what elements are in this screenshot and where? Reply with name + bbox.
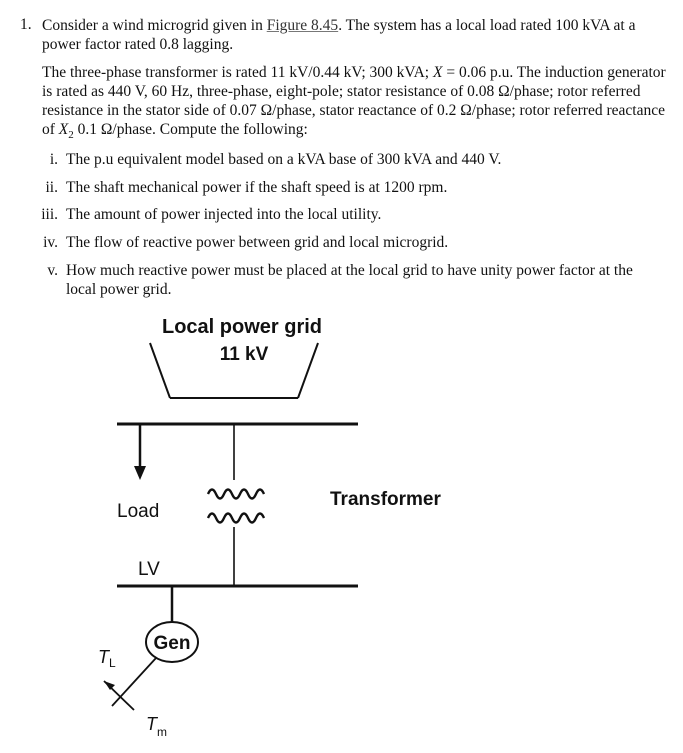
grid-connection-right <box>297 342 319 399</box>
tm-main: T <box>146 714 159 734</box>
grid-voltage: 11 kV <box>220 344 269 365</box>
item-roman: i. <box>49 151 58 168</box>
generator-symbol <box>145 621 199 663</box>
spec-x2-symbol: X <box>58 121 69 138</box>
problem-number: 1. <box>20 16 32 33</box>
tl-sub: L <box>109 656 116 670</box>
item-text: The shaft mechanical power if the shaft … <box>66 179 448 196</box>
item-text: The p.u equivalent model based on a kVA … <box>66 151 502 168</box>
generator-shaft <box>111 657 157 707</box>
lv-label: LV <box>138 559 160 580</box>
load-torque-label: TL <box>98 647 116 670</box>
item-text: The flow of reactive power between grid … <box>66 234 449 251</box>
tm-sub: m <box>157 725 167 739</box>
spec-x-symbol: X <box>433 64 443 81</box>
problem-specification: The three-phase transformer is rated 11 … <box>42 63 667 145</box>
spec-text-b: = 0.06 p.u. The induction generator is r… <box>42 64 666 138</box>
transformer-label: Transformer <box>330 489 441 510</box>
mechanical-torque-label: Tm <box>146 714 167 739</box>
item-roman: iv. <box>43 234 58 251</box>
generator-label: Gen <box>154 633 191 654</box>
item-roman: iii. <box>41 206 58 223</box>
intro-text-start: Consider a wind microgrid given in <box>42 17 267 34</box>
grid-connection-left <box>149 342 171 399</box>
load-label: Load <box>117 501 159 522</box>
item-roman: v. <box>47 262 58 279</box>
tl-main: T <box>98 647 111 667</box>
figure-link[interactable]: Figure 8.45 <box>266 17 339 34</box>
grid-title: Local power grid <box>162 316 322 338</box>
spec-text-a: The three-phase transformer is rated 11 … <box>42 64 433 81</box>
intro-text-end: . The system has a local load rated 100 … <box>42 17 636 53</box>
item-roman: ii. <box>45 179 59 196</box>
transformer-secondary-winding <box>206 512 266 524</box>
spec-text-c: 0.1 Ω/phase. Compute the following: <box>73 121 308 138</box>
shaft-arrow-head <box>104 681 115 690</box>
item-text: The amount of power injected into the lo… <box>66 206 382 223</box>
item-text: How much reactive power must be placed a… <box>66 262 633 298</box>
problem-intro: Consider a wind microgrid given in Figur… <box>42 16 662 54</box>
transformer-primary-winding <box>206 488 266 500</box>
spec-x2-subscript: 2 <box>68 129 74 142</box>
load-arrow-head <box>134 466 146 480</box>
